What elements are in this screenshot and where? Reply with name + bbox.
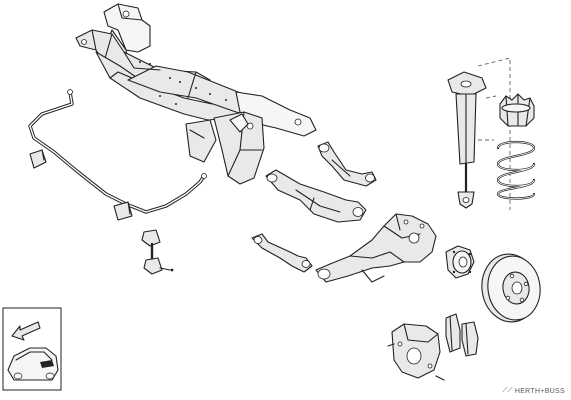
brand-text: HERTH+BUSS	[514, 387, 565, 395]
rear-subframe	[75, 3, 317, 185]
stabilizer-bushing-right	[113, 201, 133, 221]
front-direction-arrow-icon	[11, 321, 41, 341]
stabilizer-bushing-left	[29, 149, 47, 169]
toe-link	[251, 233, 313, 273]
bump-stop	[499, 93, 535, 127]
subframe-holes	[139, 61, 227, 105]
stabilizer-bar	[28, 89, 207, 214]
trailing-arm-knuckle	[315, 213, 437, 283]
herth-buss-logo-icon: ⟋⟋	[502, 387, 513, 394]
lower-control-arm	[265, 169, 367, 223]
brake-disc	[481, 253, 541, 323]
wheel-hub	[445, 245, 475, 279]
locator-car-icon	[2, 307, 62, 391]
stabilizer-link	[141, 229, 174, 275]
upper-control-arm	[317, 141, 377, 187]
brand-footer: ⟋⟋ HERTH+BUSS	[502, 387, 565, 395]
brake-pads	[445, 313, 479, 357]
coil-spring	[496, 140, 536, 200]
brake-caliper	[387, 323, 445, 381]
shock-absorber	[447, 57, 511, 210]
